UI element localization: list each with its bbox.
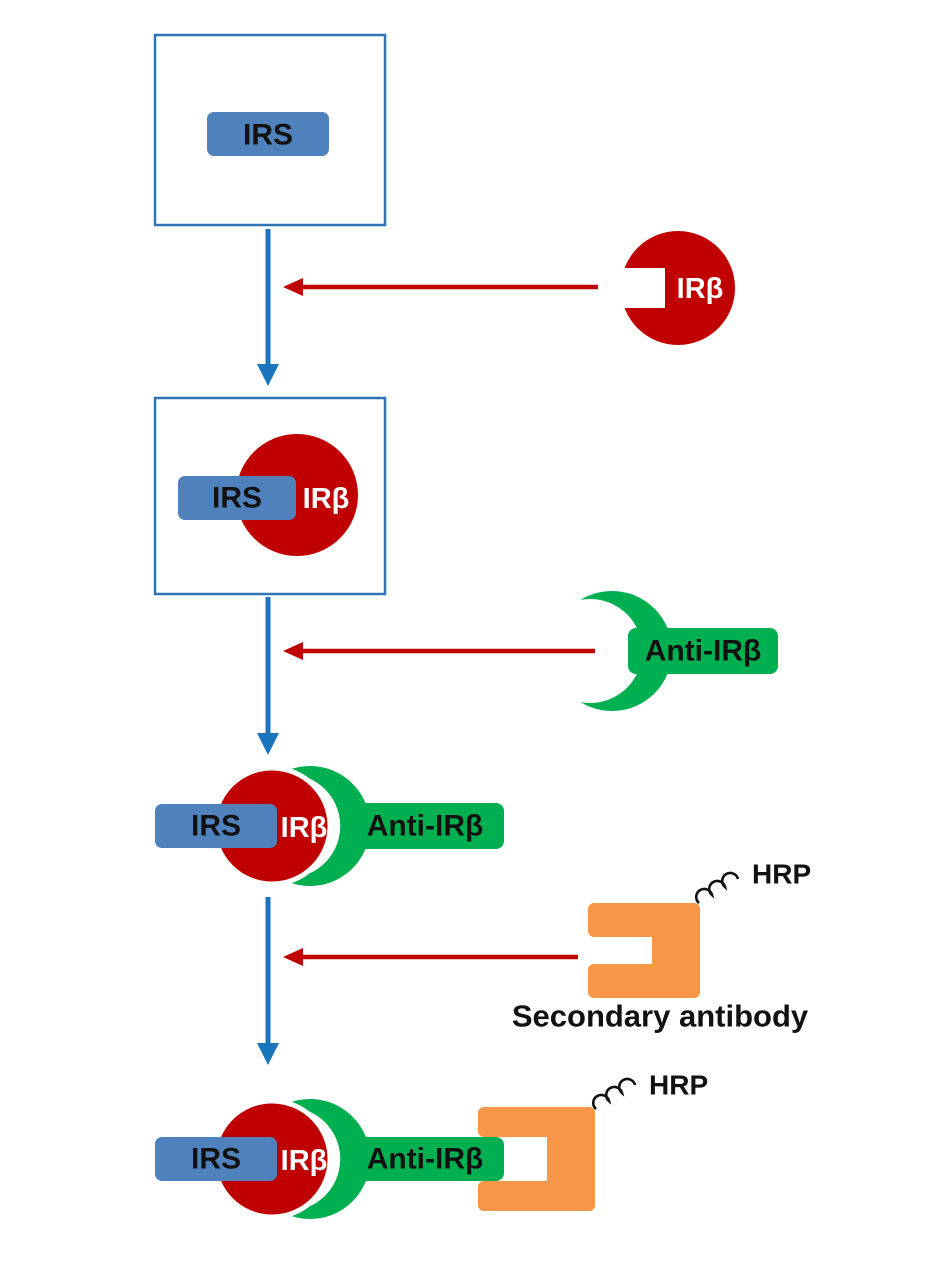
anti-irb-tag-3 [346, 803, 504, 849]
anti-irb-bound-crescent-4 [278, 1099, 371, 1219]
irb-reagent-label: IRβ [677, 273, 724, 305]
irs-block-3 [155, 804, 277, 848]
irs-block-2 [178, 476, 296, 520]
irb-label-3: IRβ [281, 812, 328, 844]
irs-label-2: IRS [212, 482, 262, 515]
anti-irb-reagent-crescent [580, 591, 673, 711]
anti-irb-label-3: Anti-IRβ [367, 810, 484, 843]
anti-irb-reagent-label: Anti-IRβ [645, 635, 762, 668]
anti-irb-label-4: Anti-IRβ [367, 1143, 484, 1176]
secondary-antibody-caption: Secondary antibody [512, 999, 809, 1034]
anti-irb-reagent-tag [628, 628, 778, 674]
hrp-label-reagent: HRP [752, 859, 811, 890]
anti-irb-tag-4 [346, 1137, 504, 1181]
irb-reagent-circle [621, 231, 735, 345]
irb-bound-2 [236, 434, 358, 556]
irs-label-4: IRS [191, 1143, 241, 1176]
irb-reagent-notch [612, 268, 665, 308]
irs-label-3: IRS [191, 810, 241, 843]
hrp-label-bound: HRP [649, 1070, 708, 1101]
secondary-bound-bar [547, 1107, 595, 1211]
irs-block-4 [155, 1137, 277, 1181]
anti-irb-bound-crescent-3 [278, 766, 371, 886]
irs-label-1: IRS [243, 119, 293, 152]
irs-block-1 [207, 112, 329, 156]
hrp-coil-bound [591, 1077, 637, 1110]
secondary-reagent-bar [652, 903, 700, 998]
hrp-coil-reagent [694, 871, 740, 904]
irb-label-2: IRβ [303, 483, 350, 515]
irb-label-4: IRβ [281, 1145, 328, 1177]
